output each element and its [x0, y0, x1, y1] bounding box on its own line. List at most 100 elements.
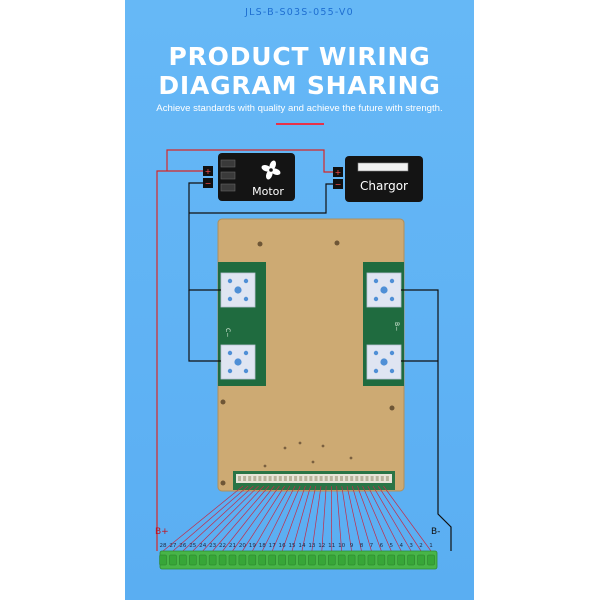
cell-number-label: 18 [259, 543, 267, 549]
sense-wire-group [162, 485, 432, 552]
cell-number-label: 16 [279, 543, 287, 549]
connector-slot [179, 554, 187, 566]
header-pin [375, 476, 379, 481]
motor-port-2 [220, 171, 236, 180]
c-minus-pad-label: C− [224, 328, 231, 337]
wiring-diagram-poster: JLS-B-S03S-055-V0 PRODUCT WIRING DIAGRAM… [125, 0, 474, 600]
sense-wire [261, 485, 296, 552]
header-pin [238, 476, 241, 481]
charger-minus-marker [333, 179, 343, 189]
mount-hole [334, 240, 340, 246]
cell-number-label: 9 [350, 543, 354, 549]
connector-slot [357, 554, 366, 566]
screw-dot [283, 446, 287, 450]
charger-negative-wire [189, 183, 334, 214]
charger-plus-marker [333, 167, 343, 177]
connector-slot [347, 554, 356, 566]
b-minus-pad-label: B− [393, 322, 400, 331]
terminal-hole-large [234, 358, 242, 366]
screw-dot [311, 460, 315, 464]
title-line-2: DIAGRAM SHARING [158, 71, 441, 100]
sense-wire [367, 485, 402, 552]
sense-wire [232, 485, 280, 552]
cell-number-label: 7 [370, 543, 374, 549]
sense-wire [242, 485, 285, 552]
sense-wire [162, 485, 244, 552]
screw-dot [263, 464, 267, 468]
connector-slot [258, 554, 267, 566]
terminal-hole [373, 368, 379, 374]
cell-number-label: 3 [409, 543, 413, 549]
terminal-hole [227, 296, 233, 302]
header-pin [258, 476, 262, 481]
sense-wire [301, 485, 317, 552]
motor-plus-marker [203, 166, 213, 176]
cell-number-label: 26 [179, 543, 187, 549]
connector-slot [417, 554, 425, 566]
connector-slot [198, 554, 207, 566]
connector-slot [159, 554, 167, 566]
header-pin [309, 476, 313, 481]
cell-number-label: 20 [239, 543, 247, 549]
connector-slot [278, 554, 286, 566]
cell-number-label: 19 [249, 543, 257, 549]
terminal-hole [389, 296, 395, 302]
header-pin-group [238, 476, 389, 481]
cell-number-label: 25 [189, 543, 197, 549]
charger-label: Chargor [360, 179, 408, 193]
connector-slot [298, 554, 306, 566]
connector-slot [228, 554, 237, 566]
sense-wire [311, 485, 322, 552]
cell-number-label: 11 [328, 543, 336, 549]
sense-wire [172, 485, 249, 552]
mount-hole [220, 399, 226, 405]
terminal-hole [243, 368, 249, 374]
title-line-1: PRODUCT WIRING [168, 42, 431, 71]
cell-number-label: 23 [209, 543, 217, 549]
connector-slot [169, 554, 177, 566]
charger-module: Chargor [345, 156, 423, 202]
terminal-hole [227, 368, 233, 374]
cell-number-label: 15 [288, 543, 296, 549]
terminal-hole-large [234, 286, 242, 294]
subtitle: Achieve standards with quality and achie… [156, 103, 443, 114]
cell-number-label: 10 [338, 543, 346, 549]
connector-slot [367, 554, 376, 566]
connector-slot [238, 554, 247, 566]
connector-slot [208, 554, 217, 566]
cell-number-label: 21 [229, 543, 237, 549]
sense-wire [346, 485, 362, 552]
connector-slot [397, 554, 405, 566]
connector-slot [268, 554, 276, 566]
connector-slot [427, 554, 435, 566]
header-pin [283, 476, 287, 481]
connector-slot [337, 554, 346, 566]
terminal-hole-group [227, 278, 395, 374]
sense-wire [383, 485, 432, 552]
cell-number-label: 13 [308, 543, 316, 549]
sense-wire [182, 485, 254, 552]
header-pin [278, 476, 282, 481]
terminal-hole [227, 278, 233, 284]
cell-number-label: 4 [399, 543, 403, 549]
cell-number-label: 5 [390, 543, 394, 549]
sense-wire [202, 485, 265, 552]
header-pin [289, 476, 292, 481]
connector-slot [248, 554, 257, 566]
connector-slot [407, 554, 415, 566]
terminal-hole [389, 368, 395, 374]
connector-slot [288, 554, 296, 566]
mount-hole [220, 480, 226, 486]
header-pin [380, 476, 384, 481]
b-plus-label: B+ [155, 527, 169, 537]
polarity-markers: + − + − [203, 166, 343, 189]
header-pin [324, 476, 328, 481]
connector-slot [218, 554, 227, 566]
sense-wire [321, 485, 327, 552]
header-pin [319, 476, 323, 481]
header-pin [329, 476, 333, 481]
sense-wire [336, 485, 343, 552]
terminal-hole [243, 278, 249, 284]
cell-number-label: 6 [380, 543, 384, 549]
